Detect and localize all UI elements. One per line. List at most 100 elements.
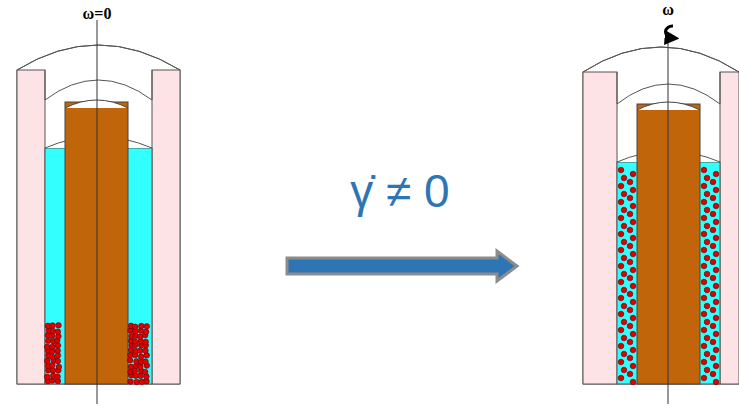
particle — [713, 219, 719, 225]
particle — [630, 267, 636, 273]
particle — [618, 183, 624, 189]
particle — [630, 283, 636, 289]
particle — [144, 324, 150, 330]
particle — [713, 315, 719, 321]
particle — [621, 303, 627, 309]
particle — [704, 207, 710, 213]
particle — [621, 367, 627, 373]
particle — [621, 335, 627, 341]
rotation-arrow — [665, 26, 673, 38]
particle — [618, 311, 624, 317]
particle — [621, 319, 627, 325]
particle — [618, 167, 624, 173]
particle — [142, 369, 148, 375]
particle — [701, 375, 707, 381]
particle — [618, 215, 624, 221]
particle — [630, 171, 636, 177]
particle — [710, 291, 716, 297]
particle — [713, 363, 719, 369]
particle — [627, 243, 633, 249]
particle — [50, 328, 56, 334]
particle — [704, 319, 710, 325]
particle — [630, 379, 636, 385]
particle — [143, 329, 149, 335]
particle — [704, 175, 710, 181]
shear-rate-label: γ̇ ≠ 0 — [350, 168, 449, 214]
particle — [621, 239, 627, 245]
particle — [627, 179, 633, 185]
speed-label: ω=0 — [83, 6, 112, 22]
particle — [701, 263, 707, 269]
particle — [710, 355, 716, 361]
particle — [627, 371, 633, 377]
particle — [710, 259, 716, 265]
particle — [50, 323, 56, 329]
particle — [618, 231, 624, 237]
particle — [713, 251, 719, 257]
particle — [710, 195, 716, 201]
particle — [710, 371, 716, 377]
particle — [704, 271, 710, 277]
particle — [710, 307, 716, 313]
particle — [618, 375, 624, 381]
particle — [627, 227, 633, 233]
particle — [134, 379, 140, 385]
particle — [621, 351, 627, 357]
particle — [139, 323, 145, 329]
particle — [701, 359, 707, 365]
couette-cell-right — [583, 26, 739, 404]
particle — [621, 223, 627, 229]
particle — [621, 287, 627, 293]
particle — [704, 255, 710, 261]
particle — [630, 187, 636, 193]
couette-cell-left — [17, 20, 180, 404]
particle — [630, 315, 636, 321]
particle — [701, 215, 707, 221]
particle — [630, 299, 636, 305]
particle — [630, 331, 636, 337]
particle — [56, 322, 62, 328]
speed-label: ω — [662, 2, 674, 18]
particle — [44, 344, 50, 350]
particle — [701, 295, 707, 301]
particle — [704, 303, 710, 309]
particle — [710, 339, 716, 345]
particle — [704, 367, 710, 373]
particle — [143, 348, 149, 354]
particle — [704, 351, 710, 357]
particle — [44, 358, 50, 364]
particle — [627, 307, 633, 313]
particle — [127, 358, 133, 364]
particle — [56, 364, 62, 370]
particle — [55, 343, 61, 349]
particle — [618, 279, 624, 285]
particle — [627, 259, 633, 265]
particle — [713, 331, 719, 337]
particle — [701, 247, 707, 253]
particle — [630, 219, 636, 225]
particle — [618, 327, 624, 333]
particle — [627, 323, 633, 329]
particle — [630, 203, 636, 209]
particle — [137, 348, 143, 354]
particle — [45, 338, 51, 344]
particle — [132, 324, 138, 330]
particle — [50, 344, 56, 350]
particle — [621, 255, 627, 261]
particle — [55, 374, 61, 380]
particle — [710, 323, 716, 329]
particle — [618, 247, 624, 253]
particle — [618, 359, 624, 365]
particle — [138, 354, 144, 360]
particle — [621, 271, 627, 277]
particle — [713, 203, 719, 209]
particle — [143, 339, 149, 345]
particle — [630, 347, 636, 353]
particle — [621, 207, 627, 213]
particle — [621, 191, 627, 197]
particle — [50, 354, 56, 360]
particle — [55, 329, 61, 335]
particle — [627, 211, 633, 217]
particle — [143, 359, 149, 365]
particle — [701, 231, 707, 237]
